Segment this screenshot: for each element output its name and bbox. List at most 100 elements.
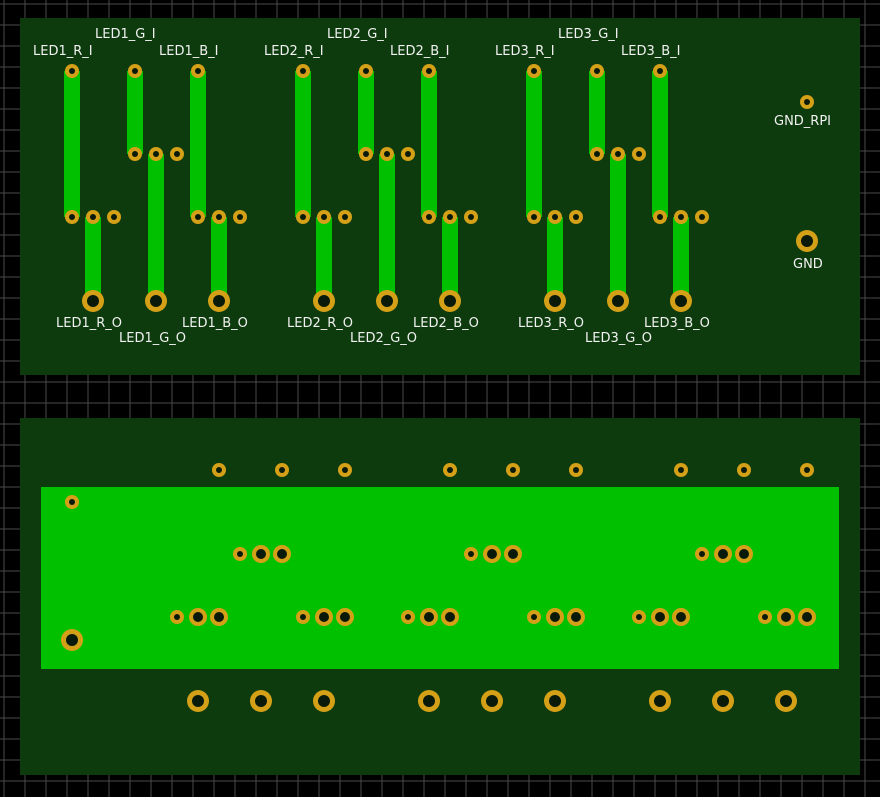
bottom-board-pads	[61, 463, 816, 712]
drill-hole	[174, 614, 180, 620]
drill-hole	[741, 467, 747, 473]
drill-hole	[69, 214, 75, 220]
drill-hole	[655, 612, 665, 622]
drill-hole	[657, 214, 663, 220]
copper-trace	[421, 71, 437, 217]
drill-hole	[69, 68, 75, 74]
drill-hole	[445, 612, 455, 622]
drill-hole	[615, 151, 621, 157]
label-led3-b-o: LED3_B_O	[644, 316, 710, 331]
label-led2-r-o: LED2_R_O	[287, 316, 353, 331]
drill-hole	[739, 549, 749, 559]
drill-hole	[381, 295, 393, 307]
drill-hole	[571, 612, 581, 622]
copper-trace	[127, 71, 143, 154]
drill-hole	[718, 549, 728, 559]
drill-hole	[780, 695, 792, 707]
drill-hole	[573, 214, 579, 220]
drill-hole	[804, 467, 810, 473]
drill-hole	[804, 99, 810, 105]
drill-hole	[214, 612, 224, 622]
label-gnd-rpi: GND_RPI	[774, 114, 831, 129]
drill-hole	[300, 214, 306, 220]
drill-hole	[426, 214, 432, 220]
drill-hole	[318, 695, 330, 707]
copper-trace	[211, 217, 227, 300]
drill-hole	[213, 295, 225, 307]
label-led3-r-o: LED3_R_O	[518, 316, 584, 331]
label-led2-g-i: LED2_G_I	[327, 27, 388, 42]
drill-hole	[384, 151, 390, 157]
drill-hole	[193, 612, 203, 622]
drill-hole	[195, 214, 201, 220]
drill-hole	[508, 549, 518, 559]
drill-hole	[510, 467, 516, 473]
drill-hole	[486, 695, 498, 707]
drill-hole	[423, 695, 435, 707]
copper-trace	[673, 217, 689, 300]
drill-hole	[636, 151, 642, 157]
label-led1-r-o: LED1_R_O	[56, 316, 122, 331]
label-led3-g-o: LED3_G_O	[585, 331, 652, 346]
copper-trace	[148, 154, 164, 300]
drill-hole	[762, 614, 768, 620]
label-led3-g-i: LED3_G_I	[558, 27, 619, 42]
copper-trace	[442, 217, 458, 300]
label-led3-r-i: LED3_R_I	[495, 44, 555, 59]
drill-hole	[255, 695, 267, 707]
drill-hole	[573, 467, 579, 473]
drill-hole	[319, 612, 329, 622]
drill-hole	[531, 68, 537, 74]
drill-hole	[594, 68, 600, 74]
top-board-labels: LED1_R_I LED1_G_I LED1_B_I LED2_R_I LED2…	[33, 27, 831, 346]
drill-hole	[531, 214, 537, 220]
copper-trace	[358, 71, 374, 154]
top-board-pads	[65, 64, 818, 312]
label-led1-r-i: LED1_R_I	[33, 44, 93, 59]
drill-hole	[363, 68, 369, 74]
copper-trace	[190, 71, 206, 217]
drill-hole	[717, 695, 729, 707]
drill-hole	[447, 214, 453, 220]
copper-trace	[547, 217, 563, 300]
drill-hole	[549, 295, 561, 307]
drill-hole	[90, 214, 96, 220]
drill-hole	[132, 151, 138, 157]
drill-hole	[321, 214, 327, 220]
drill-hole	[487, 549, 497, 559]
drill-hole	[802, 612, 812, 622]
drill-hole	[300, 68, 306, 74]
drill-hole	[699, 551, 705, 557]
drill-hole	[594, 151, 600, 157]
drill-hole	[192, 695, 204, 707]
drill-hole	[699, 214, 705, 220]
drill-hole	[678, 214, 684, 220]
copper-trace	[610, 154, 626, 300]
label-led1-g-i: LED1_G_I	[95, 27, 156, 42]
drill-hole	[678, 467, 684, 473]
drill-hole	[69, 499, 75, 505]
drill-hole	[87, 295, 99, 307]
copper-trace	[295, 71, 311, 217]
copper-trace	[316, 217, 332, 300]
label-led1-g-o: LED1_G_O	[119, 331, 186, 346]
bottom-board-ground-plane	[41, 487, 839, 669]
drill-hole	[447, 467, 453, 473]
drill-hole	[237, 214, 243, 220]
copper-trace	[379, 154, 395, 300]
drill-hole	[150, 295, 162, 307]
copper-trace	[64, 71, 80, 217]
drill-hole	[174, 151, 180, 157]
drill-hole	[153, 151, 159, 157]
label-led2-r-i: LED2_R_I	[264, 44, 324, 59]
drill-hole	[279, 467, 285, 473]
drill-hole	[468, 214, 474, 220]
drill-hole	[256, 549, 266, 559]
drill-hole	[132, 68, 138, 74]
bottom-board	[20, 418, 860, 775]
drill-hole	[405, 614, 411, 620]
drill-hole	[531, 614, 537, 620]
drill-hole	[654, 695, 666, 707]
drill-hole	[550, 612, 560, 622]
